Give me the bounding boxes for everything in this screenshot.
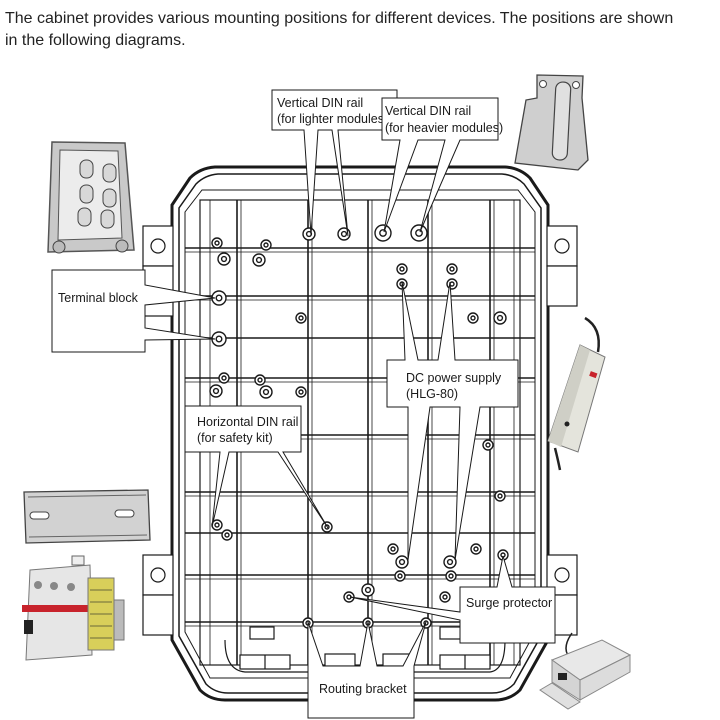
- mounting-hole-center: [364, 586, 372, 594]
- intro-line-1: The cabinet provides various mounting po…: [5, 10, 674, 27]
- mounting-hole-center: [485, 442, 491, 448]
- callout-routing-bracket-line1: Routing bracket: [319, 682, 407, 696]
- mounting-hole-center: [397, 573, 403, 579]
- mounting-hole-center: [415, 229, 423, 237]
- callout-surge-protector: Surge protector: [349, 555, 556, 644]
- mounting-hole-center: [262, 388, 270, 396]
- terminal-block-photo: [47, 141, 135, 254]
- mounting-hole-center: [298, 315, 304, 321]
- callout-dc-power-supply-line2: (HLG-80): [406, 387, 458, 401]
- mounting-hole-center: [215, 294, 223, 302]
- intro-paragraph: The cabinet provides various mounting po…: [5, 8, 720, 52]
- intro-line-2: in the following diagrams.: [5, 32, 186, 49]
- mounting-hole-center: [214, 522, 220, 528]
- callout-vertical-din-heavy-line2: (for heavier modules): [385, 121, 503, 135]
- mounting-hole-center: [298, 389, 304, 395]
- mounting-hole-center: [390, 546, 396, 552]
- callout-vertical-din-light-line2: (for lighter modules): [277, 112, 388, 126]
- mounting-hole-center: [214, 240, 220, 246]
- mounting-hole-center: [398, 558, 406, 566]
- callout-surge-protector-line1: Surge protector: [466, 596, 552, 610]
- callout-dc-power-supply: DC power supply (HLG-80): [386, 281, 519, 561]
- callout-dc-power-supply-line1: DC power supply: [406, 371, 502, 385]
- mounting-hole-center: [470, 315, 476, 321]
- mounting-hole-center: [496, 314, 504, 322]
- mounting-hole-center: [255, 256, 263, 264]
- mounting-hole-center: [221, 375, 227, 381]
- mounting-hole-center: [379, 229, 387, 237]
- mounting-hole-center: [449, 266, 455, 272]
- mounting-hole-center: [215, 335, 223, 343]
- mounting-hole-center: [220, 255, 228, 263]
- vertical-din-rail-photo: [514, 74, 589, 171]
- mounting-hole-center: [442, 594, 448, 600]
- mounting-hole-center: [399, 266, 405, 272]
- callout-vertical-din-heavy-line1: Vertical DIN rail: [385, 104, 471, 118]
- callout-vertical-din-heavy: Vertical DIN rail (for heavier modules): [381, 97, 503, 233]
- mounting-hole-center: [257, 377, 263, 383]
- callout-terminal-block: Terminal block: [51, 269, 216, 353]
- mounting-hole-center: [497, 493, 503, 499]
- callout-horizontal-din: Horizontal DIN rail (for safety kit): [184, 405, 329, 529]
- callout-vertical-din-light: Vertical DIN rail (for lighter modules): [271, 89, 398, 237]
- callout-routing-bracket: Routing bracket: [307, 621, 427, 719]
- dc-power-supply-photo: [547, 316, 606, 471]
- mounting-hole-center: [446, 558, 454, 566]
- mounting-hole-center: [473, 546, 479, 552]
- callout-vertical-din-light-line1: Vertical DIN rail: [277, 96, 363, 110]
- horizontal-din-rail-photo: [23, 489, 151, 544]
- callout-terminal-block-line1: Terminal block: [58, 291, 139, 305]
- mounting-hole-center: [263, 242, 269, 248]
- mounting-hole-center: [212, 387, 220, 395]
- callout-horizontal-din-line2: (for safety kit): [197, 431, 273, 445]
- surge-protector-photo: [539, 632, 632, 710]
- mounting-hole-center: [448, 573, 454, 579]
- callout-horizontal-din-line1: Horizontal DIN rail: [197, 415, 298, 429]
- safety-kit-photo: [22, 555, 125, 661]
- mounting-hole-center: [224, 532, 230, 538]
- mounting-hole-center: [340, 230, 348, 238]
